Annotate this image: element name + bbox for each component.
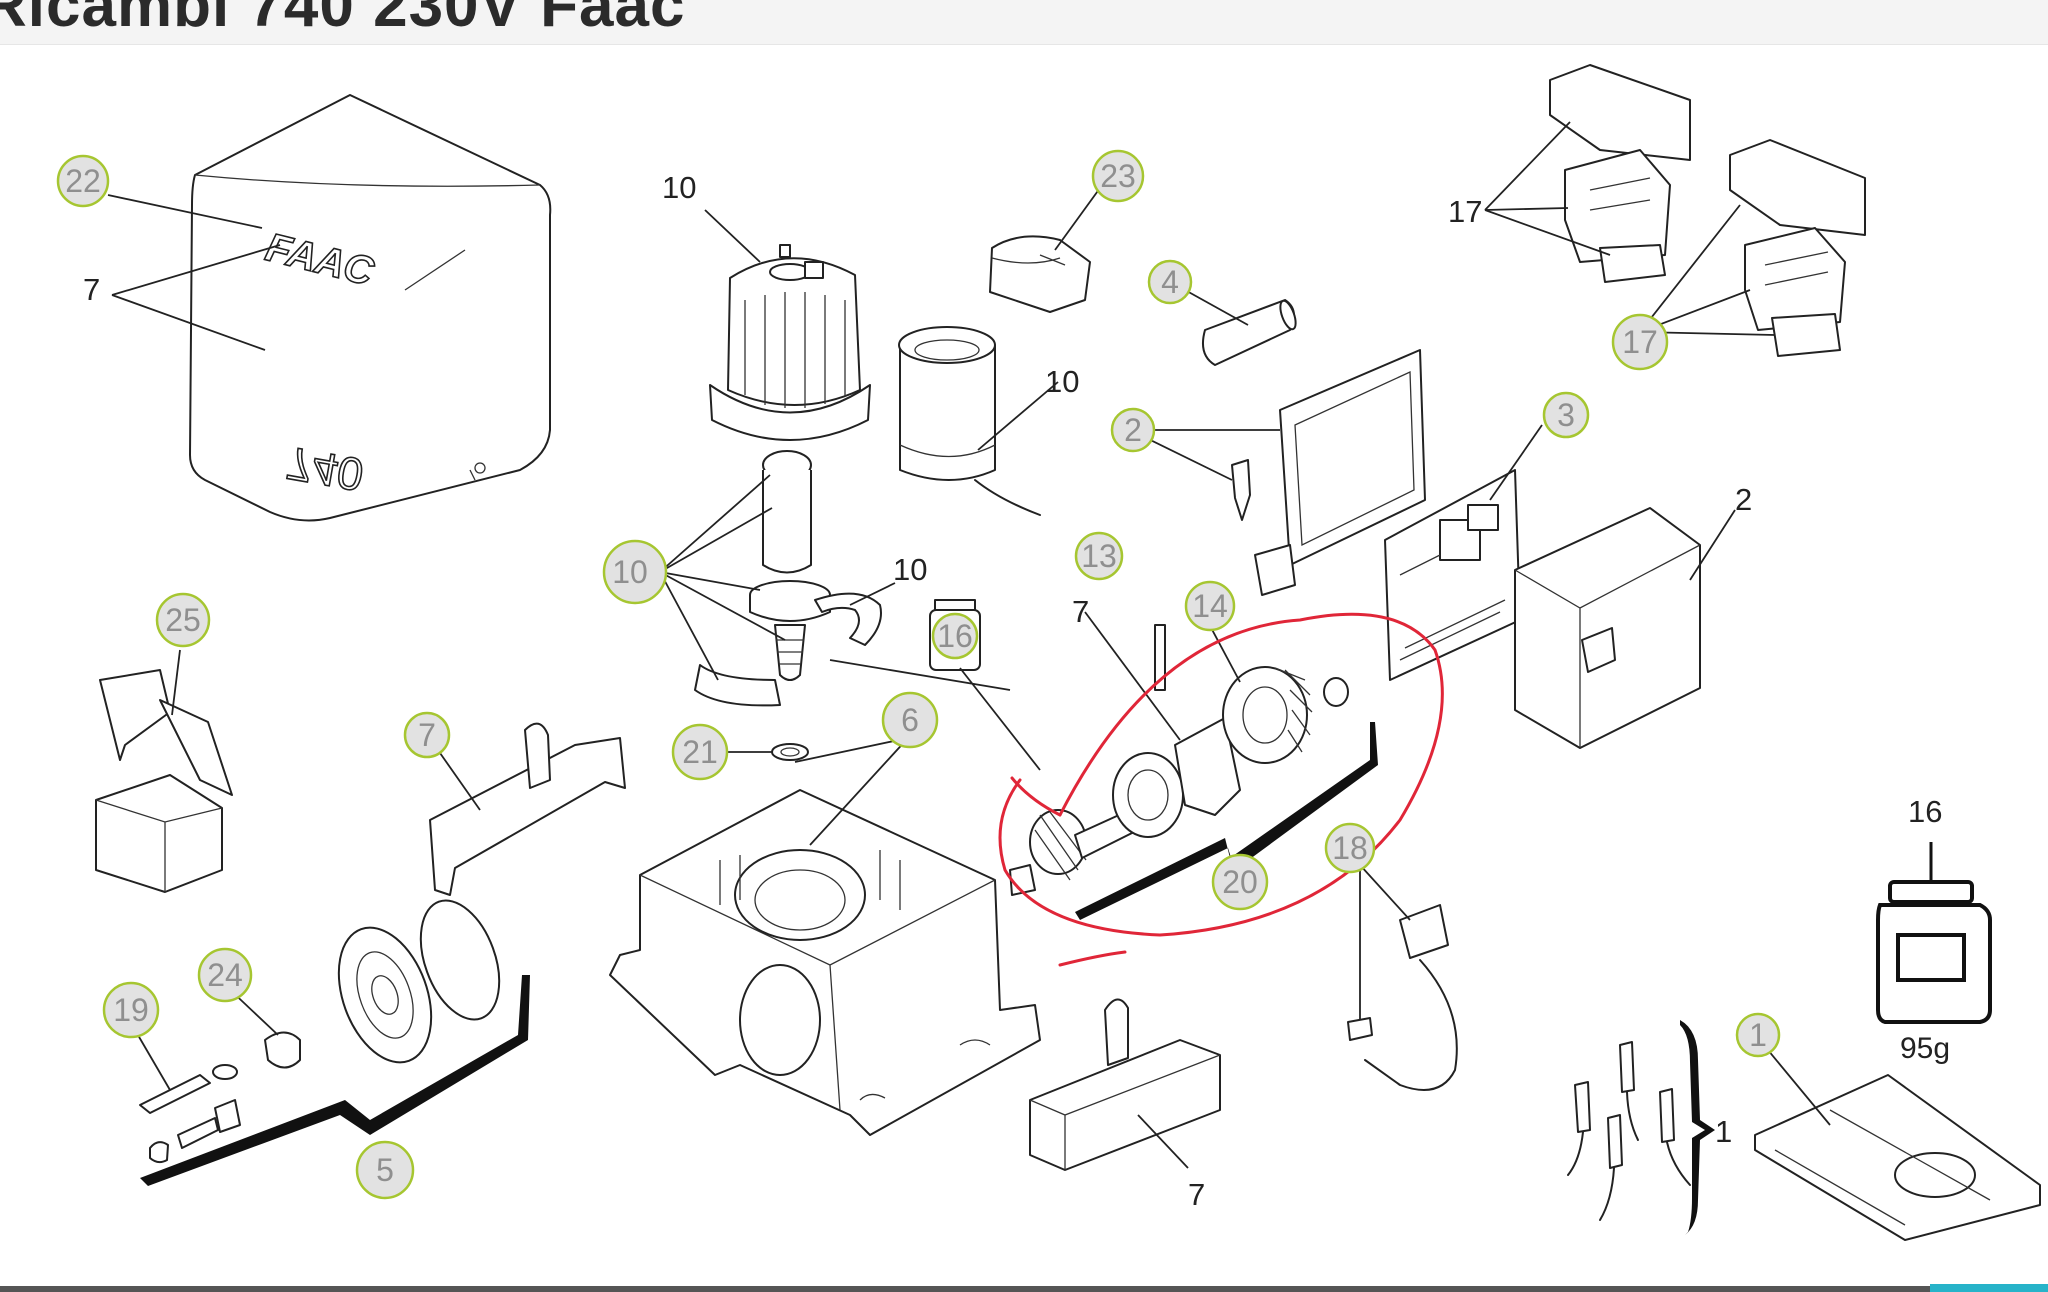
callout-5[interactable]: 5 [355, 1140, 415, 1200]
motor-rotor [749, 450, 831, 681]
callout-20-label: 20 [1222, 864, 1258, 900]
footer-divider [0, 1286, 2048, 1292]
callout-18[interactable]: 18 [1324, 822, 1376, 874]
callout-14[interactable]: 14 [1184, 580, 1236, 632]
callout-7[interactable]: 7 [403, 711, 451, 759]
callout-2[interactable]: 2 [1110, 407, 1156, 453]
label-7-block: 7 [1188, 1177, 1205, 1212]
callout-14-label: 14 [1192, 588, 1228, 624]
label-17: 17 [1448, 194, 1482, 229]
callout-4-label: 4 [1161, 264, 1179, 300]
callout-17-label: 17 [1622, 324, 1658, 360]
callout-4[interactable]: 4 [1147, 259, 1193, 305]
anchor-bolts [1567, 1041, 1691, 1221]
callout-19[interactable]: 19 [102, 981, 160, 1039]
callout-20[interactable]: 20 [1211, 853, 1269, 911]
label-1-bolts: 1 [1715, 1114, 1732, 1149]
highlight-circle [998, 612, 1444, 967]
gearbox-housing [609, 789, 1041, 1136]
callout-10[interactable]: 10 [602, 539, 668, 605]
label-7-gear: 7 [1072, 594, 1089, 629]
callout-3[interactable]: 3 [1542, 391, 1590, 439]
label-10-ring: 10 [893, 552, 927, 587]
callout-16-label: 16 [937, 618, 973, 654]
output-shaft-gear [1009, 624, 1349, 896]
callout-1-label: 1 [1749, 1017, 1767, 1053]
cover-bracket [429, 722, 626, 896]
callout-21-label: 21 [682, 734, 718, 770]
callout-2-label: 2 [1124, 412, 1142, 448]
callout-23-label: 23 [1100, 158, 1136, 194]
grease-jar: 95g [1876, 842, 1992, 1065]
callout-22[interactable]: 22 [56, 154, 110, 208]
key-and-screws [139, 1031, 301, 1164]
callout-7-label: 7 [418, 717, 436, 753]
callout-24[interactable]: 24 [197, 947, 253, 1003]
washer [771, 743, 809, 761]
capacitor-housing [898, 326, 1041, 516]
label-10-motor: 10 [662, 170, 696, 205]
foundation-plate [1754, 1074, 2041, 1241]
grease-weight-label: 95g [1900, 1032, 1950, 1065]
callout-19-label: 19 [113, 992, 149, 1028]
label-16-jar: 16 [1908, 794, 1942, 829]
release-handwheel [337, 899, 501, 1064]
limit-switch-sensor [1347, 904, 1458, 1091]
header-bar: Ricambi 740 230V Faac [0, 0, 2048, 45]
callout-5-label: 5 [376, 1152, 394, 1188]
callout-13-label: 13 [1081, 538, 1117, 574]
callout-21[interactable]: 21 [671, 723, 729, 781]
callout-3-label: 3 [1557, 397, 1575, 433]
bottom-cover-block [1029, 998, 1221, 1171]
label-7-cover: 7 [83, 272, 100, 307]
callout-16[interactable]: 16 [931, 612, 979, 660]
board-housing-box [1514, 507, 1701, 749]
release-pin [1202, 299, 1297, 366]
callout-17[interactable]: 17 [1611, 313, 1669, 371]
callout-6[interactable]: 6 [881, 691, 939, 749]
page-title: Ricambi 740 230V Faac [0, 0, 686, 40]
limit-switch-assembly-lower [1729, 139, 1866, 357]
control-board-enclosure [1231, 349, 1426, 596]
callout-10-label: 10 [612, 554, 648, 590]
label-10-capacitor: 10 [1045, 364, 1079, 399]
packaging-box [95, 669, 233, 893]
callout-25[interactable]: 25 [155, 592, 211, 648]
callout-18-label: 18 [1332, 830, 1368, 866]
electric-motor [709, 244, 871, 441]
label-2-box: 2 [1735, 482, 1752, 517]
callout-22-label: 22 [65, 163, 101, 199]
callout-24-label: 24 [207, 957, 243, 993]
motor-cover: FAAC 740 [189, 94, 552, 522]
callout-25-label: 25 [165, 602, 201, 638]
limit-switch-assembly-upper [1549, 64, 1691, 283]
callout-6-label: 6 [901, 702, 919, 738]
callout-23[interactable]: 23 [1091, 149, 1145, 203]
callout-13[interactable]: 13 [1074, 531, 1124, 581]
callout-1[interactable]: 1 [1735, 1012, 1781, 1058]
small-cap-part [989, 235, 1091, 313]
electronic-board [1384, 469, 1521, 681]
footer-accent-bar [1930, 1284, 2048, 1292]
